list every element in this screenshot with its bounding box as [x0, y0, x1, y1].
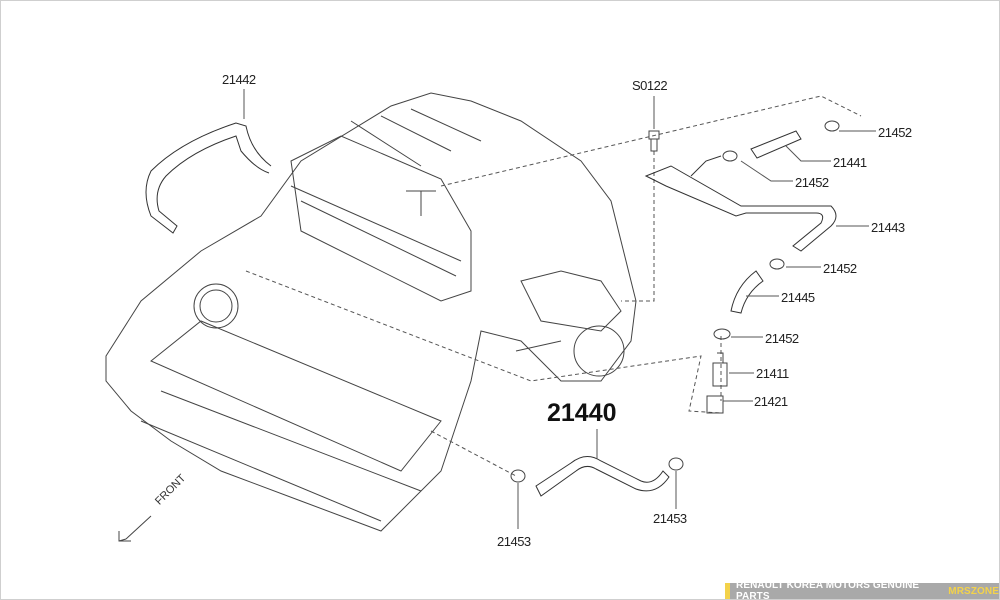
- hose-21445: [730, 270, 764, 314]
- callout-21445[interactable]: 21445: [781, 290, 815, 305]
- hose-21441: [750, 130, 802, 159]
- callout-21442[interactable]: 21442: [222, 72, 256, 87]
- callout-21440[interactable]: 21440: [547, 399, 617, 427]
- callout-21441[interactable]: 21441: [833, 155, 867, 170]
- footer-banner: RENAULT KOREA MOTORS GENUINE PARTS MRSZO…: [725, 580, 999, 600]
- bolt-s0122: [648, 130, 660, 152]
- grommet-21421: [706, 395, 724, 414]
- callout-21453[interactable]: 21453: [653, 511, 687, 526]
- banner-brand: MRSZONE: [948, 585, 999, 597]
- engine-outline: [105, 92, 637, 532]
- callout-21411[interactable]: 21411: [756, 366, 789, 381]
- hose-21440: [535, 456, 670, 497]
- front-arrow-icon: [118, 515, 152, 542]
- dashed-guides: [245, 95, 862, 477]
- banner-text: RENAULT KOREA MOTORS GENUINE PARTS: [736, 580, 920, 600]
- pipe-21443: [644, 155, 837, 252]
- callout-21452[interactable]: 21452: [823, 261, 857, 276]
- callout-21452[interactable]: 21452: [878, 125, 912, 140]
- callout-leaders: [243, 89, 876, 529]
- callout-21452[interactable]: 21452: [795, 175, 829, 190]
- callout-21443[interactable]: 21443: [871, 220, 905, 235]
- callout-21453[interactable]: 21453: [497, 534, 531, 549]
- hose-21442: [145, 122, 272, 234]
- clamps: [510, 120, 840, 483]
- callout-21421[interactable]: 21421: [754, 394, 788, 409]
- callout-21452[interactable]: 21452: [765, 331, 799, 346]
- pcv-valve-21411: [712, 352, 728, 387]
- callout-s0122[interactable]: S0122: [632, 78, 668, 93]
